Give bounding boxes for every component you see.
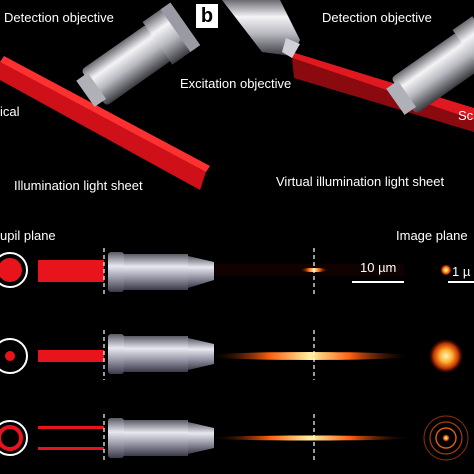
panel-b-partial-label: Sc: [458, 108, 474, 123]
panel-a-partial-label: ical: [0, 104, 20, 119]
row-3-objective: [108, 418, 214, 458]
panel-b-sheet-label: Virtual illumination light sheet: [276, 174, 445, 189]
pupil-plane-label: upil plane: [0, 228, 56, 243]
row-1-gaussian: [0, 252, 452, 292]
row-1-objective: [108, 252, 214, 292]
focal-plane-markers: [103, 248, 315, 462]
scale-left-label: 10 µm: [360, 260, 397, 275]
panel-a-detection-objective: [76, 2, 201, 107]
panel-b-detection-objective: [386, 16, 474, 115]
panel-a-sheet-label: Illumination light sheet: [14, 178, 143, 193]
row-2-bessel: [0, 334, 464, 374]
row-3-annular: [0, 415, 469, 461]
panel-b-excitation-objective: [222, 0, 300, 58]
panel-b-letter: b: [196, 4, 218, 28]
panel-b-excitation-label: Excitation objective: [180, 76, 292, 91]
panel-a-detection-label: Detection objective: [4, 10, 114, 25]
panel-a-light-sheet: [0, 56, 210, 190]
scale-right-label: 1 µ: [452, 264, 471, 279]
image-plane-label: Image plane: [396, 228, 468, 243]
panel-b-detection-label: Detection objective: [322, 10, 432, 25]
row-2-objective: [108, 334, 214, 374]
